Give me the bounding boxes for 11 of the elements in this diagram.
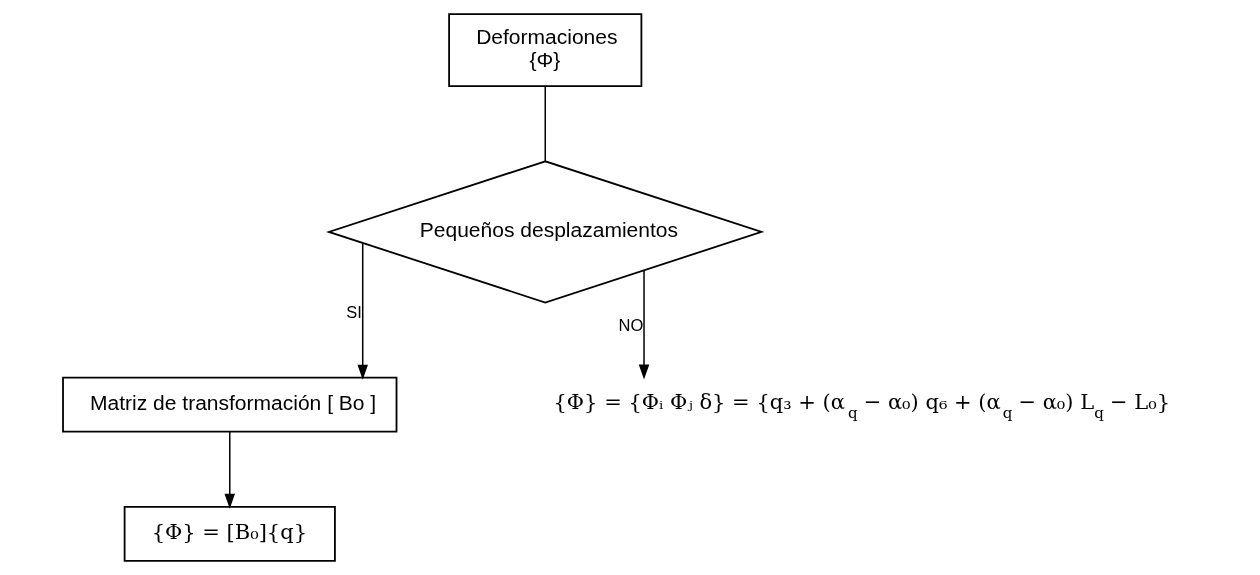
arrow xyxy=(224,431,235,509)
edge-label: NO xyxy=(617,316,643,336)
connector xyxy=(544,85,546,162)
node-box: Deformaciones {Φ} xyxy=(447,13,642,88)
node-box: {Φ} = [B₀]{q} xyxy=(123,505,336,562)
node-text: {Φ} = {Φᵢ Φⱼ δ} = {q₃ + (α$_{q}$ − α₀) q₆ + (α$_{q}$ − α₀) L$_{q}$ − L₀} xyxy=(553,388,1170,422)
node-box: Matriz de transformación [ Bo ] xyxy=(61,376,397,433)
arrow xyxy=(356,242,368,380)
node-diamond: Pequeños desplazamientos xyxy=(325,160,764,304)
edge-label: SI xyxy=(345,302,362,322)
arrow xyxy=(638,269,649,380)
